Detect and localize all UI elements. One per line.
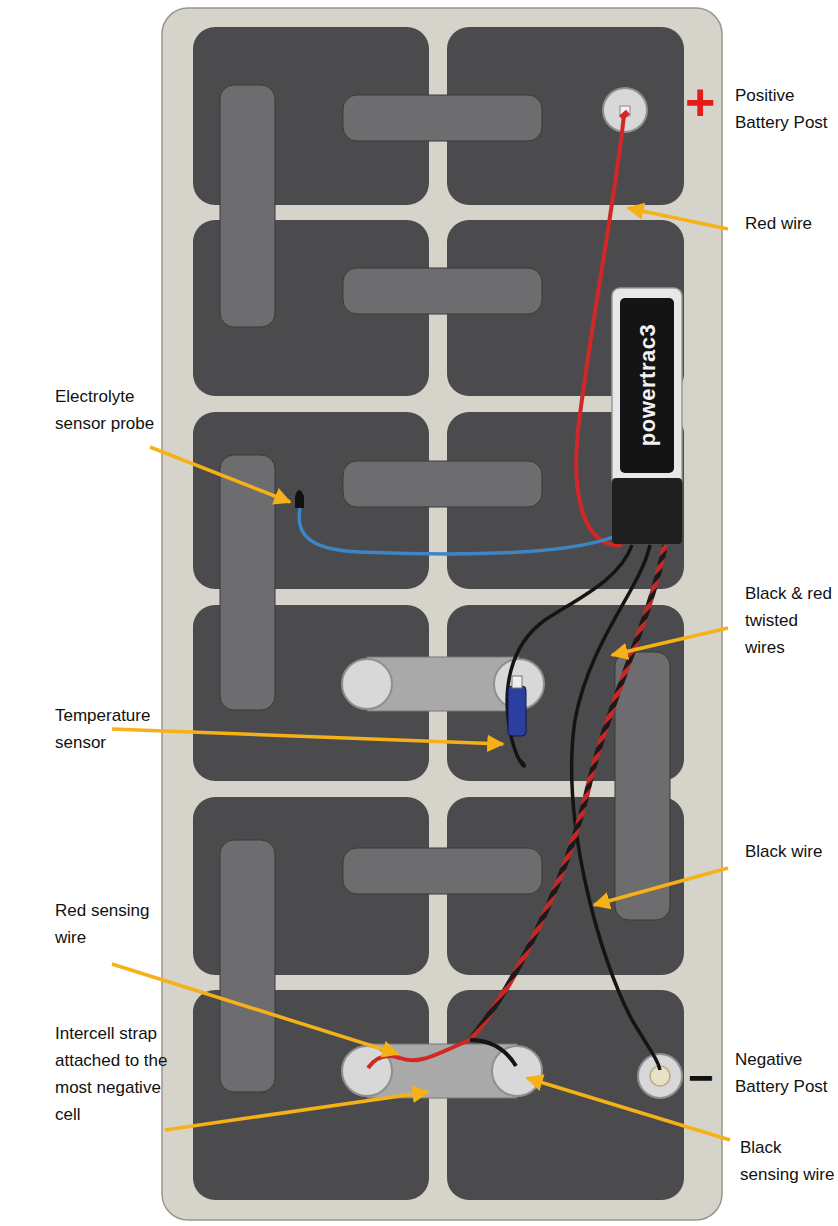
part-label: Temperature sensor [55,702,175,756]
part-label: Red wire [745,210,835,237]
part-label: Red sensing wire [55,897,165,951]
part-label: Black & red twisted wires [745,580,835,661]
part-label: Positive Battery Post [735,82,835,136]
part-label: Black sensing wire [740,1134,836,1188]
part-label: Negative Battery Post [735,1046,835,1100]
part-label: Electrolyte sensor probe [55,383,165,437]
part-label: Intercell strap attached to the most neg… [55,1020,185,1128]
device-brand: powertrac3 [635,324,661,446]
polarity-sign: + [685,76,725,128]
part-label: Black wire [745,838,835,865]
device-label: powertrac3 [635,324,661,446]
polarity-sign: − [688,1058,718,1098]
